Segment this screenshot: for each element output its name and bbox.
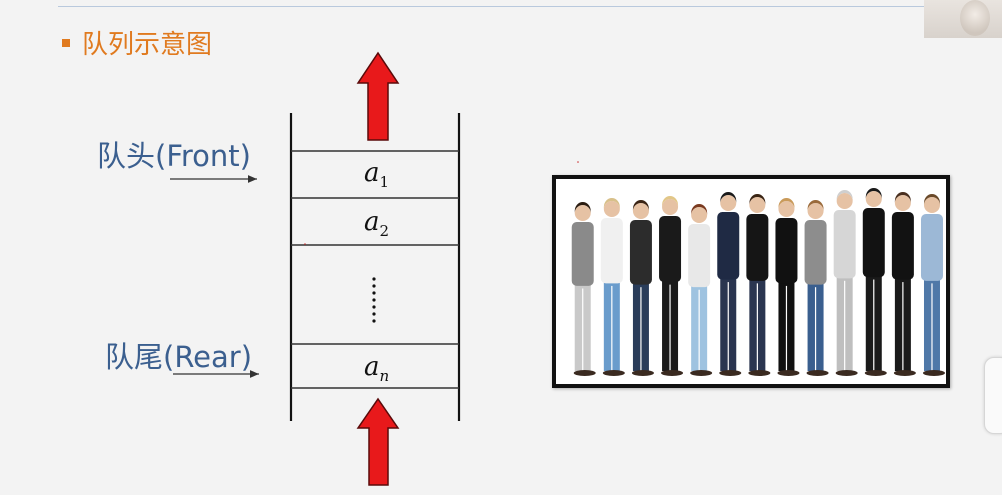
webcam-overlay (924, 0, 1002, 38)
cell-symbol: a (364, 352, 380, 382)
queue-photo (556, 179, 946, 384)
queue-photo-frame (552, 175, 950, 388)
queue-cell-a2: a2 (364, 207, 389, 240)
side-panel-tab[interactable] (984, 357, 1002, 434)
slide-title: 队列示意图 (62, 24, 212, 61)
webcam-person (960, 0, 990, 36)
rear-label: 队尾(Rear) (105, 340, 253, 374)
title-bullet-icon (62, 38, 70, 47)
person-figure (891, 192, 916, 376)
cell-symbol: a (364, 207, 380, 237)
person-figure (804, 200, 829, 376)
queue-people-illustration (571, 188, 945, 376)
person-figure (862, 188, 887, 376)
cell-subscript: 2 (379, 222, 390, 240)
ellipsis-dots (372, 277, 376, 323)
person-figure (600, 198, 625, 376)
queue-cell-an: an (364, 352, 389, 385)
queue-cell-a1: a1 (364, 158, 389, 191)
enqueue-arrow (356, 397, 400, 486)
front-label: 队头(Front) (97, 139, 251, 173)
cell-subscript: 1 (379, 173, 390, 191)
person-figure (571, 202, 596, 376)
person-figure (920, 194, 945, 376)
person-figure (629, 200, 654, 376)
person-figure (688, 204, 713, 376)
slide-title-text: 队列示意图 (82, 30, 213, 60)
slide-top-rule (58, 6, 924, 7)
cell-subscript: n (379, 367, 390, 385)
cell-symbol: a (364, 158, 380, 188)
dequeue-arrow (356, 51, 400, 141)
person-figure (833, 190, 858, 376)
person-figure (746, 194, 771, 376)
person-figure (717, 192, 742, 376)
person-figure (775, 198, 800, 376)
person-figure (659, 196, 684, 376)
